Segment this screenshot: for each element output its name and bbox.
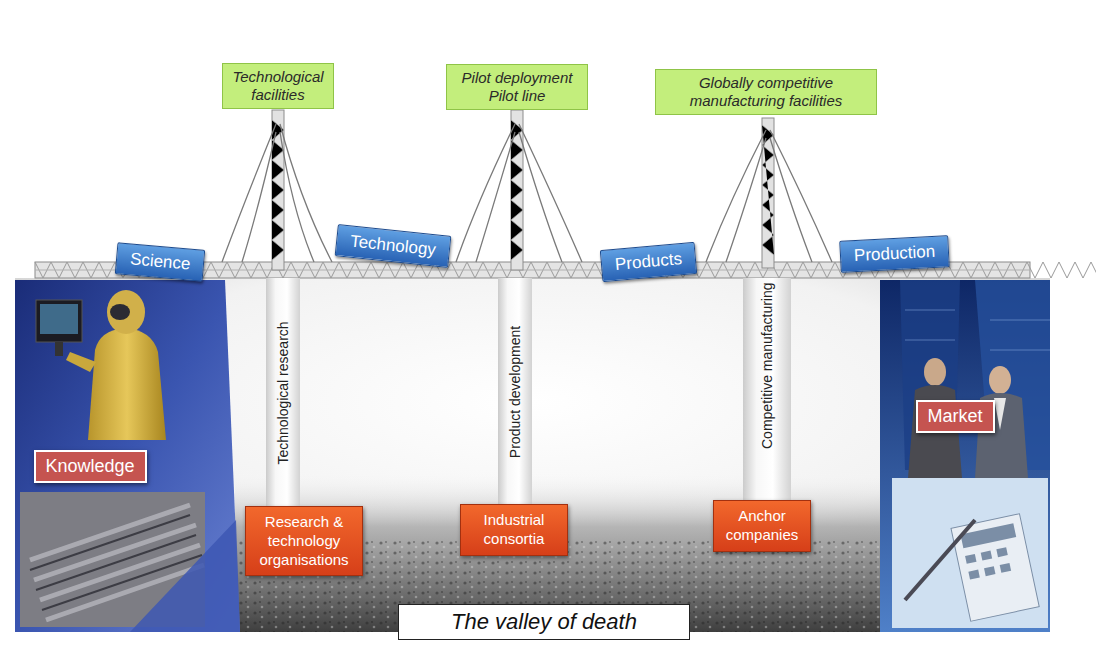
stage-text: Science [129, 249, 191, 274]
lab-photo [15, 280, 240, 632]
suspension-cable [222, 124, 832, 262]
actor-text: Industrial consortia [465, 511, 563, 549]
pillar-text: Technological research [275, 321, 292, 464]
stage-label: Production [839, 235, 950, 273]
stage-label: Technology [335, 224, 452, 268]
facility-text: Pilot deployment Pilot line [455, 69, 579, 105]
facility-label: Pilot deployment Pilot line [446, 64, 588, 110]
bridge-pillar: Competitive manufacturing [743, 278, 791, 502]
actor-text: Anchor companies [718, 507, 806, 545]
bridge-tower [272, 110, 774, 270]
stage-label: Science [115, 242, 206, 282]
fog-panel [15, 278, 1050, 632]
stage-label: Products [599, 242, 697, 282]
facility-label: Globally competitive manufacturing facil… [655, 69, 877, 115]
facility-text: Technological facilities [231, 68, 325, 104]
facility-text: Globally competitive manufacturing facil… [664, 74, 868, 110]
valley-text: The valley of death [405, 609, 683, 635]
stage-text: Products [614, 249, 683, 275]
actor-box: Anchor companies [713, 500, 811, 552]
actor-box: Research & technology organisations [245, 506, 363, 576]
domain-label: Knowledge [34, 450, 147, 483]
bridge-pillar: Technological research [266, 278, 300, 508]
valley-caption-box: The valley of death [398, 604, 690, 640]
domain-label: Market [916, 400, 995, 433]
pillar-text: Competitive manufacturing [759, 331, 776, 449]
bridge-pillar: Product development [498, 278, 532, 506]
domain-text: Market [928, 406, 983, 427]
actor-box: Industrial consortia [460, 504, 568, 556]
business-photo [880, 280, 1050, 632]
stage-text: Technology [349, 232, 437, 261]
stage-text: Production [853, 242, 935, 266]
facility-label: Technological facilities [222, 63, 334, 109]
domain-text: Knowledge [46, 456, 135, 477]
actor-text: Research & technology organisations [250, 513, 358, 569]
pillar-text: Product development [507, 326, 524, 458]
